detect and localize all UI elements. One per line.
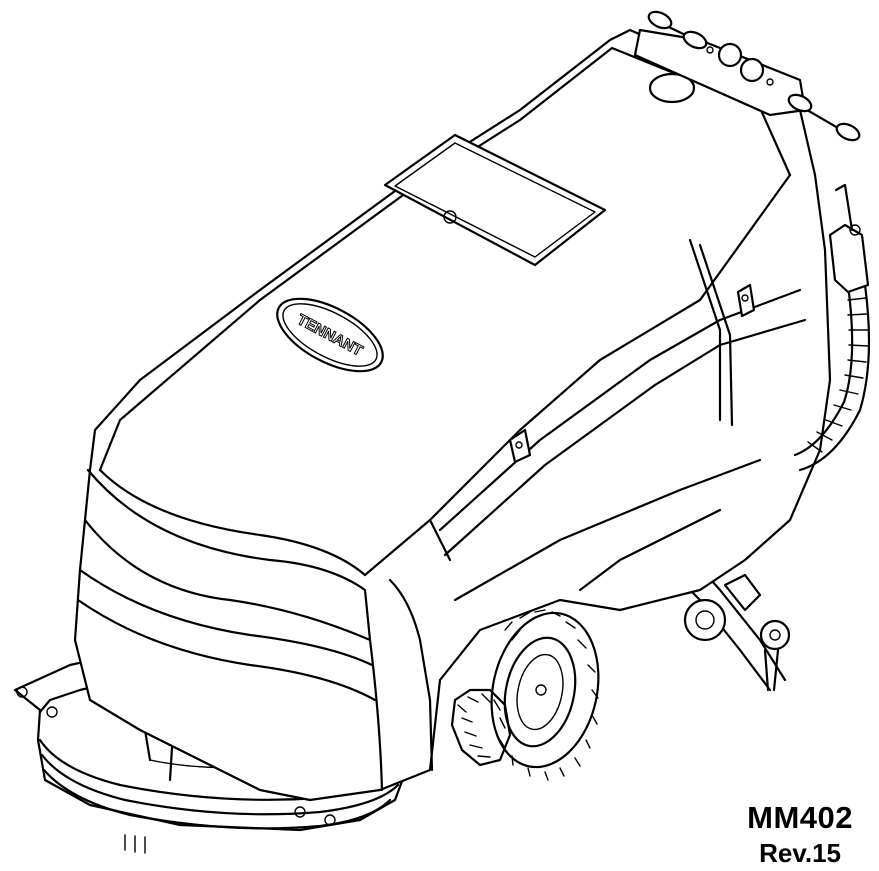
drive-wheel xyxy=(490,609,600,781)
vacuum-hose xyxy=(793,183,871,472)
revision-label: Rev.15 xyxy=(759,838,841,868)
tennant-logo: TENNANT xyxy=(276,297,384,373)
machine-body: TENNANT xyxy=(73,10,861,802)
front-wheel-tread xyxy=(450,688,512,767)
model-code: MM402 xyxy=(747,800,853,835)
